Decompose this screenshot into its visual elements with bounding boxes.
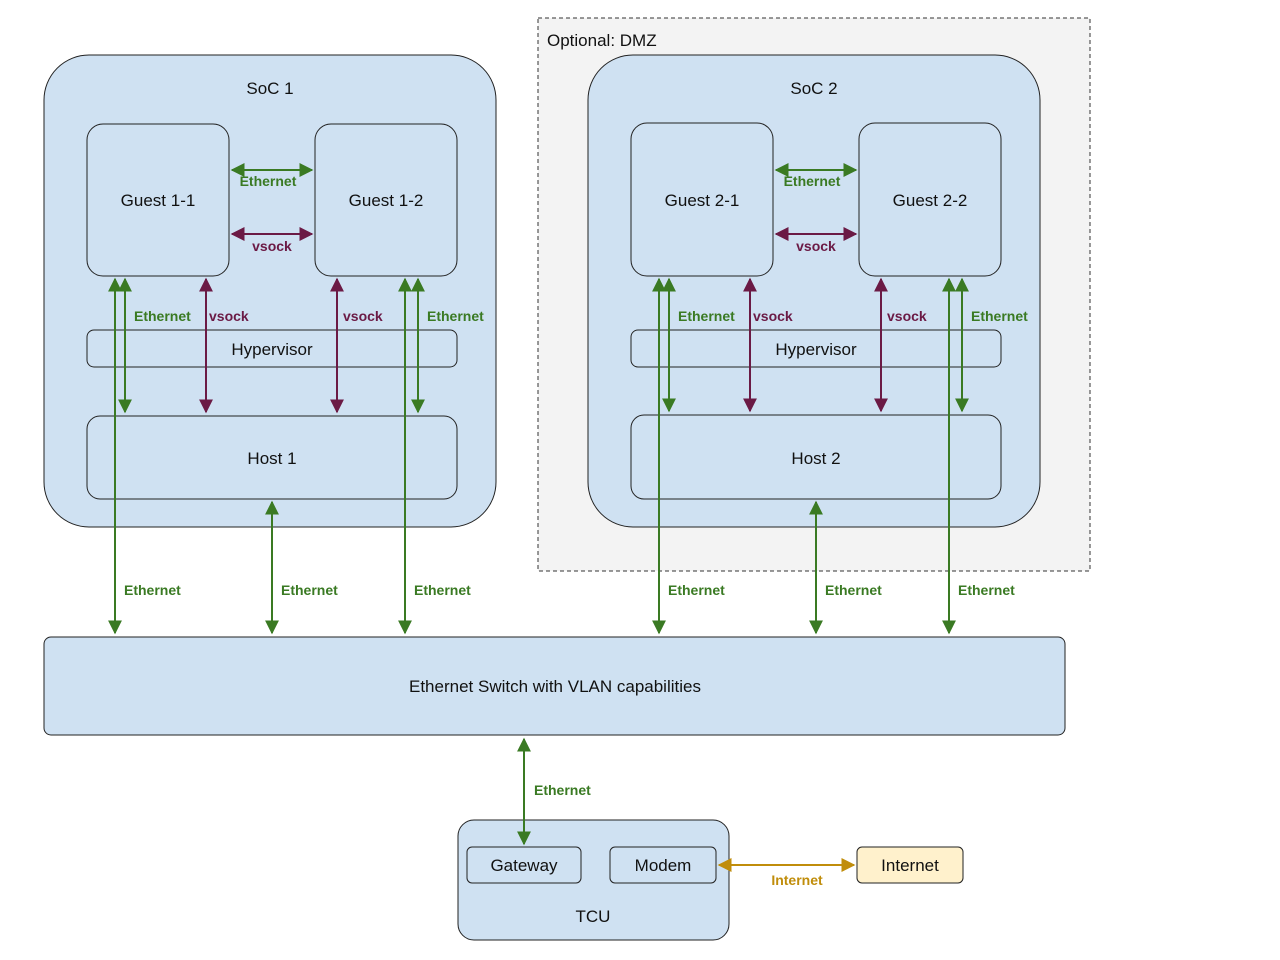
guest-1-1-label: Guest 1-1 (121, 191, 196, 210)
vsock-label-guest21-guest22: vsock (796, 238, 836, 254)
ethernet-label-guest12-switch: Ethernet (414, 582, 471, 598)
ethernet-label-guest11-guest12: Ethernet (240, 173, 297, 189)
vsock-label-guest21-host2: vsock (753, 308, 793, 324)
guest-2-1-label: Guest 2-1 (665, 191, 740, 210)
hypervisor-1-box (86, 329, 458, 368)
vsock-label-guest12-host1: vsock (343, 308, 383, 324)
tcu-label: TCU (576, 907, 611, 926)
ethernet-label-guest22-switch: Ethernet (958, 582, 1015, 598)
hypervisor-2-label: Hypervisor (775, 340, 857, 359)
ethernet-label-host2-switch: Ethernet (825, 582, 882, 598)
vsock-label-guest22-host2: vsock (887, 308, 927, 324)
host-1-box (86, 415, 458, 500)
soc1-title: SoC 1 (246, 79, 293, 98)
modem-label: Modem (635, 856, 692, 875)
host-1-label: Host 1 (247, 449, 296, 468)
ethernet-label-guest22-host2: Ethernet (971, 308, 1028, 324)
guest-2-2-box (858, 122, 1002, 277)
ethernet-label-guest21-switch: Ethernet (668, 582, 725, 598)
ethernet-switch-box (43, 636, 1066, 736)
guest-2-1-box (630, 122, 774, 277)
ethernet-label-switch-gateway: Ethernet (534, 782, 591, 798)
hypervisor-1-label: Hypervisor (231, 340, 313, 359)
vsock-label-guest11-guest12: vsock (252, 238, 292, 254)
hypervisor-2-box (630, 329, 1002, 368)
internet-box (856, 846, 964, 884)
internet-label: Internet (881, 856, 939, 875)
guest-1-1-box (86, 123, 230, 277)
ethernet-switch-label: Ethernet Switch with VLAN capabilities (409, 677, 701, 696)
guest-1-2-box (314, 123, 458, 277)
internet-link-label: Internet (771, 872, 823, 888)
ethernet-label-guest12-host1: Ethernet (427, 308, 484, 324)
host-2-label: Host 2 (791, 449, 840, 468)
gateway-label: Gateway (490, 856, 558, 875)
soc2-title: SoC 2 (790, 79, 837, 98)
guest-2-2-label: Guest 2-2 (893, 191, 968, 210)
modem-box (609, 846, 717, 884)
gateway-box (466, 846, 582, 884)
ethernet-label-guest11-switch: Ethernet (124, 582, 181, 598)
ethernet-label-guest21-host2: Ethernet (678, 308, 735, 324)
guest-1-2-label: Guest 1-2 (349, 191, 424, 210)
ethernet-label-guest11-host1: Ethernet (134, 308, 191, 324)
dmz-label: Optional: DMZ (547, 31, 657, 50)
ethernet-label-guest21-guest22: Ethernet (784, 173, 841, 189)
vsock-label-guest11-host1: vsock (209, 308, 249, 324)
ethernet-label-host1-switch: Ethernet (281, 582, 338, 598)
host-2-box (630, 414, 1002, 500)
